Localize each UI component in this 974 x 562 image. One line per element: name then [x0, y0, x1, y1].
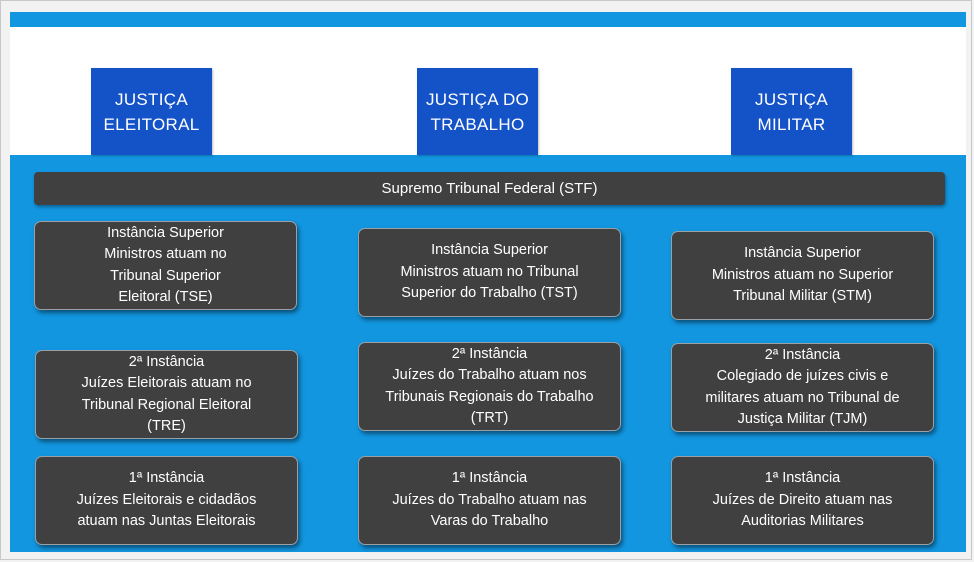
card-description: Juízes do Trabalho atuam nos Tribunais R…	[385, 367, 594, 426]
card-description: Ministros atuam no Superior Tribunal Mil…	[711, 266, 894, 305]
header-justica-militar: JUSTIÇA MILITAR	[731, 68, 852, 155]
eleitoral-first-instance-card: 1ª Instância Juízes Eleitorais e cidadão…	[35, 456, 298, 545]
card-title: Instância Superior	[744, 245, 861, 262]
card-title: 1ª Instância	[764, 470, 841, 487]
militar-superior-card: Instância Superior Ministros atuam no Su…	[671, 231, 934, 320]
card-title: 1ª Instância	[128, 470, 205, 487]
stf-bar: Supremo Tribunal Federal (STF)	[34, 172, 945, 205]
card-description: Juízes Eleitorais e cidadãos atuam nas J…	[76, 491, 257, 530]
militar-second-instance-card: 2ª Instância Colegiado de juízes civis e…	[671, 343, 934, 432]
militar-first-instance-card: 1ª Instância Juízes de Direito atuam nas…	[671, 456, 934, 545]
header-justica-eleitoral: JUSTIÇA ELEITORAL	[91, 68, 212, 155]
card-description: Juízes de Direito atuam nas Auditorias M…	[712, 491, 893, 530]
card-description: Ministros atuam no Tribunal Superior do …	[400, 263, 579, 302]
top-blue-strip	[10, 12, 966, 27]
trabalho-first-instance-card: 1ª Instância Juízes do Trabalho atuam na…	[358, 456, 621, 545]
card-title: 1ª Instância	[451, 470, 528, 487]
card-description: Colegiado de juízes civis e militares at…	[705, 368, 900, 427]
card-title: 2ª Instância	[451, 345, 528, 362]
trabalho-superior-card: Instância Superior Ministros atuam no Tr…	[358, 228, 621, 317]
card-description: Juízes Eleitorais atuam no Tribunal Regi…	[81, 375, 252, 434]
card-title: 2ª Instância	[764, 346, 841, 363]
stf-label: Supremo Tribunal Federal (STF)	[381, 180, 598, 197]
card-title: Instância Superior	[431, 242, 548, 259]
card-description: Ministros atuam no Tribunal Superior Ele…	[104, 246, 227, 305]
card-title: Instância Superior	[107, 224, 224, 241]
header-justica-do-trabalho: JUSTIÇA DO TRABALHO	[417, 68, 538, 155]
card-title: 2ª Instância	[128, 353, 205, 370]
eleitoral-second-instance-card: 2ª Instância Juízes Eleitorais atuam no …	[35, 350, 298, 439]
eleitoral-superior-card: Instância Superior Ministros atuam no Tr…	[34, 221, 297, 310]
trabalho-second-instance-card: 2ª Instância Juízes do Trabalho atuam no…	[358, 342, 621, 431]
card-description: Juízes do Trabalho atuam nas Varas do Tr…	[392, 491, 587, 530]
